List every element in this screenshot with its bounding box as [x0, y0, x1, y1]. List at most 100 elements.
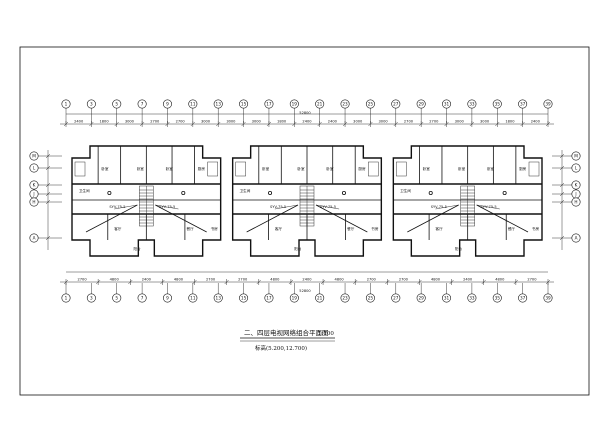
dimension-tick	[45, 235, 51, 241]
axis-bubble-circle	[86, 99, 96, 109]
dimension-tick	[45, 165, 51, 171]
dimension-label: 3000	[379, 120, 389, 124]
axis-bubble-circle	[137, 99, 147, 109]
axis-bubble-label: 39	[545, 102, 551, 107]
dimension-label: 1800	[99, 120, 109, 124]
axis-bubble-bottom: 7	[137, 293, 147, 303]
stairwell	[139, 185, 154, 227]
axis-bubble-label: J	[32, 192, 34, 197]
axis-bubble-circle	[213, 293, 223, 303]
dimension-label: 4800	[335, 278, 345, 282]
axis-bubble-top: 15	[239, 99, 249, 109]
dimension-label: 2700	[399, 278, 409, 282]
axis-bubble-label: 29	[418, 102, 424, 107]
drawing-title: 二、四层电视网络组合平面图	[244, 328, 329, 337]
axis-bubble-circle	[492, 99, 502, 109]
axis-bubble-bottom: 15	[239, 293, 249, 303]
axis-bubble-circle	[162, 293, 172, 303]
axis-bubble-label: 33	[469, 102, 475, 107]
room-label: 卧室	[297, 166, 305, 171]
cable-run	[114, 204, 138, 210]
axis-bubble-circle	[571, 180, 581, 190]
axis-bubble-circle	[61, 99, 71, 109]
bathroom-fixture	[74, 161, 86, 177]
room-label: 卧室	[137, 166, 145, 171]
dimension-label: 3000	[201, 120, 211, 124]
cable-label: SYV-75-5	[481, 205, 497, 209]
room-label: 客厅	[436, 226, 444, 231]
axis-bubble-label: L	[33, 166, 36, 171]
axis-bubble-circle	[29, 151, 39, 161]
axis-bubble-right: L	[571, 163, 581, 173]
dimension-label: 2700	[77, 278, 87, 282]
sheet-border	[19, 46, 590, 396]
axis-bubble-label: 17	[266, 296, 272, 301]
dimension-label: 2400	[463, 278, 473, 282]
dimension-label: 3000	[125, 120, 135, 124]
room-label: 阳台	[455, 246, 463, 251]
axis-bubble-circle	[29, 163, 39, 173]
axis-bubble-bottom: 13	[213, 293, 223, 303]
axis-bubble-label: K	[33, 183, 36, 188]
axis-bubble-label: 31	[444, 102, 450, 107]
axis-bubble-circle	[365, 99, 375, 109]
axis-bubble-circle	[571, 197, 581, 207]
axis-bubble-top: 39	[543, 99, 553, 109]
room-label: 书房	[532, 226, 540, 231]
axis-bubble-circle	[467, 99, 477, 109]
axis-bubble-top: 33	[467, 99, 477, 109]
axis-bubble-label: J	[574, 192, 576, 197]
axis-bubble-circle	[571, 233, 581, 243]
axis-bubble-circle	[61, 293, 71, 303]
axis-bubble-label: 25	[368, 102, 374, 107]
axis-bubble-left: A	[29, 233, 39, 243]
axis-bubble-bottom: 5	[112, 293, 122, 303]
axis-bubble-top: 31	[442, 99, 452, 109]
dimension-tick	[45, 199, 51, 205]
room-label: 卧室	[423, 166, 431, 171]
axis-bubble-label: 37	[520, 296, 526, 301]
axis-bubble-top: 35	[492, 99, 502, 109]
bathroom-fixture	[368, 161, 379, 177]
axis-bubble-bottom: 25	[365, 293, 375, 303]
cable-run	[274, 204, 299, 210]
axis-bubble-label: 17	[266, 102, 272, 107]
drawing-elevation: 标高(5.200,12.700)	[255, 344, 307, 352]
unit-outer-wall	[231, 145, 383, 257]
axis-bubble-circle	[86, 293, 96, 303]
axis-bubble-bottom: 1	[61, 293, 71, 303]
axis-bubble-circle	[315, 99, 325, 109]
axis-bubble-bottom: 11	[188, 293, 198, 303]
room-label: 卧室	[166, 166, 174, 171]
room-label: 餐厅	[187, 226, 195, 231]
axis-bubble-label: 7	[141, 102, 144, 107]
axis-bubble-label: M	[32, 154, 36, 159]
axis-bubble-label: 23	[342, 102, 348, 107]
cable-run	[407, 204, 459, 233]
overall-dimension-bottom: 52800	[299, 289, 311, 293]
axis-bubble-bottom: 27	[391, 293, 401, 303]
axis-bubble-circle	[365, 293, 375, 303]
axis-bubble-circle	[137, 293, 147, 303]
axis-bubble-circle	[416, 293, 426, 303]
dimension-label: 2400	[74, 120, 84, 124]
axis-bubble-bottom: 23	[340, 293, 350, 303]
axis-bubble-label: 35	[495, 296, 501, 301]
dimension-label: 2700	[176, 120, 186, 124]
axis-bubble-bottom: 33	[467, 293, 477, 303]
room-label: 厨房	[198, 166, 206, 171]
dimension-label: 2400	[531, 120, 541, 124]
axis-bubble-right: M	[571, 151, 581, 161]
cable-label: SYV-75-5	[320, 205, 336, 209]
drawing-scale: 1:100	[318, 331, 334, 337]
dimension-label: 4800	[174, 278, 184, 282]
cable-label: SYV-75-5	[159, 205, 175, 209]
axis-bubble-label: 11	[190, 102, 196, 107]
bathroom-fixture	[207, 161, 218, 177]
dimension-label: 2700	[527, 278, 537, 282]
axis-bubble-label: 29	[418, 296, 424, 301]
